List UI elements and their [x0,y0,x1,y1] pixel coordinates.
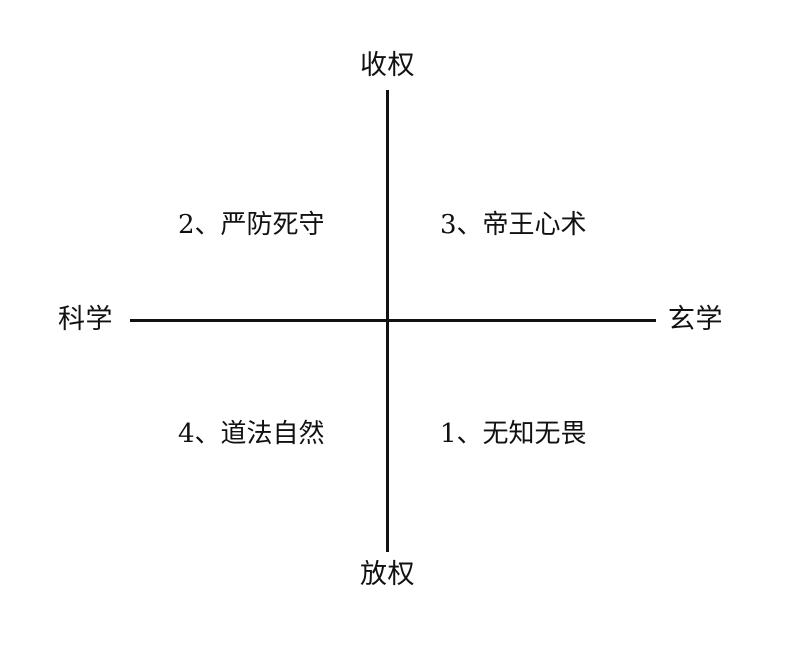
axis-label-top: 收权 [360,50,415,81]
quadrant-label-lower-left: 4、道法自然 [178,419,325,449]
quadrant-label-upper-left: 2、严防死守 [178,210,325,240]
quadrant-label-lower-right: 1、无知无畏 [440,419,587,449]
axis-label-right: 玄学 [668,304,723,335]
quadrant-label-upper-right: 3、帝王心术 [440,210,587,240]
axis-label-left: 科学 [58,304,113,335]
axis-label-bottom: 放权 [360,559,415,590]
horizontal-axis-line [130,319,656,322]
